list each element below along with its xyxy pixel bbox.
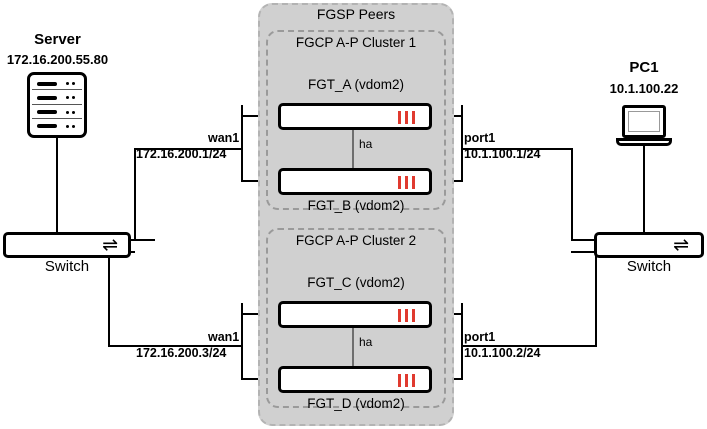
- fgt-d-label: FGT_D (vdom2): [307, 396, 405, 411]
- laptop-base: [616, 138, 672, 146]
- interface-ip-wan1-cluster1: 172.16.200.1/24: [136, 147, 227, 161]
- wire-left-branch-cluster1: [134, 148, 242, 150]
- server-ip-label: 172.16.200.55.80: [6, 52, 109, 67]
- fgt-a-label: FGT_A (vdom2): [307, 77, 405, 92]
- pc1-title: PC1: [629, 59, 659, 76]
- led-indicators-icon: [398, 374, 415, 387]
- fgcp-cluster-2-title: FGCP A-P Cluster 2: [295, 233, 417, 248]
- wire-pc1-to-switch: [643, 146, 645, 234]
- interface-name-port1-cluster1: port1: [464, 131, 496, 145]
- wire-switch-right-stub-top: [571, 239, 596, 241]
- server-title: Server: [34, 31, 81, 48]
- led-indicators-icon: [398, 111, 415, 124]
- wire-right-branch-cluster1: [461, 148, 573, 150]
- pc1-ip-label: 10.1.100.22: [609, 81, 679, 96]
- laptop-icon[interactable]: [616, 105, 672, 149]
- wire-right-trunk-upper: [571, 148, 573, 240]
- server-bay: [32, 92, 82, 105]
- wire-left-branch-cluster2: [108, 345, 242, 347]
- wire-wan1-bus-cluster2: [241, 303, 243, 378]
- wire-wan1-bus-cluster1: [241, 105, 243, 180]
- ha-link-cluster-2: [352, 328, 354, 366]
- wire-switch-left-stub-top: [129, 239, 155, 241]
- interface-name-port1-cluster2: port1: [464, 330, 496, 344]
- interface-ip-wan1-cluster2: 172.16.200.3/24: [136, 346, 227, 360]
- fortigate-device-fgt-d[interactable]: [278, 366, 432, 393]
- wire-switch-left-stub-bottom: [129, 251, 135, 253]
- switch-left[interactable]: ⇌: [3, 232, 131, 258]
- led-indicators-icon: [398, 176, 415, 189]
- ha-link-cluster-1: [352, 130, 354, 168]
- server-bay: [32, 107, 82, 119]
- interface-ip-port1-cluster1: 10.1.100.1/24: [464, 147, 541, 161]
- wire-left-trunk-lower: [108, 251, 110, 347]
- server-icon[interactable]: [27, 72, 87, 138]
- server-bay: [32, 121, 82, 132]
- wire-server-to-switch: [56, 138, 58, 234]
- interface-ip-port1-cluster2: 10.1.100.2/24: [464, 346, 541, 360]
- wire-port1-bus-cluster2: [461, 303, 463, 378]
- switch-arrows-icon: ⇌: [673, 234, 689, 256]
- led-indicators-icon: [398, 309, 415, 322]
- wire-left-trunk-upper: [134, 148, 136, 240]
- wire-right-branch-cluster2: [461, 345, 597, 347]
- switch-right[interactable]: ⇌: [594, 232, 704, 258]
- ha-label-cluster-2: ha: [359, 335, 373, 349]
- ha-label-cluster-1: ha: [359, 137, 373, 151]
- wire-switch-right-stub-bottom: [571, 251, 597, 253]
- wire-right-trunk-lower: [595, 251, 597, 347]
- fortigate-device-fgt-b[interactable]: [278, 168, 432, 195]
- fortigate-device-fgt-a[interactable]: [278, 103, 432, 130]
- switch-right-label: Switch: [626, 258, 672, 275]
- interface-name-wan1-cluster2: wan1: [208, 330, 240, 344]
- fgsp-peers-title: FGSP Peers: [316, 6, 396, 22]
- fgt-b-label: FGT_B (vdom2): [307, 198, 405, 213]
- fgt-c-label: FGT_C (vdom2): [307, 275, 405, 290]
- server-bay: [32, 78, 82, 91]
- laptop-screen: [622, 105, 666, 138]
- wire-port1-bus-cluster1: [461, 105, 463, 180]
- interface-name-wan1-cluster1: wan1: [208, 131, 240, 145]
- switch-left-label: Switch: [44, 258, 90, 275]
- fgcp-cluster-1-title: FGCP A-P Cluster 1: [295, 35, 417, 50]
- fortigate-device-fgt-c[interactable]: [278, 301, 432, 328]
- switch-arrows-icon: ⇌: [102, 234, 118, 256]
